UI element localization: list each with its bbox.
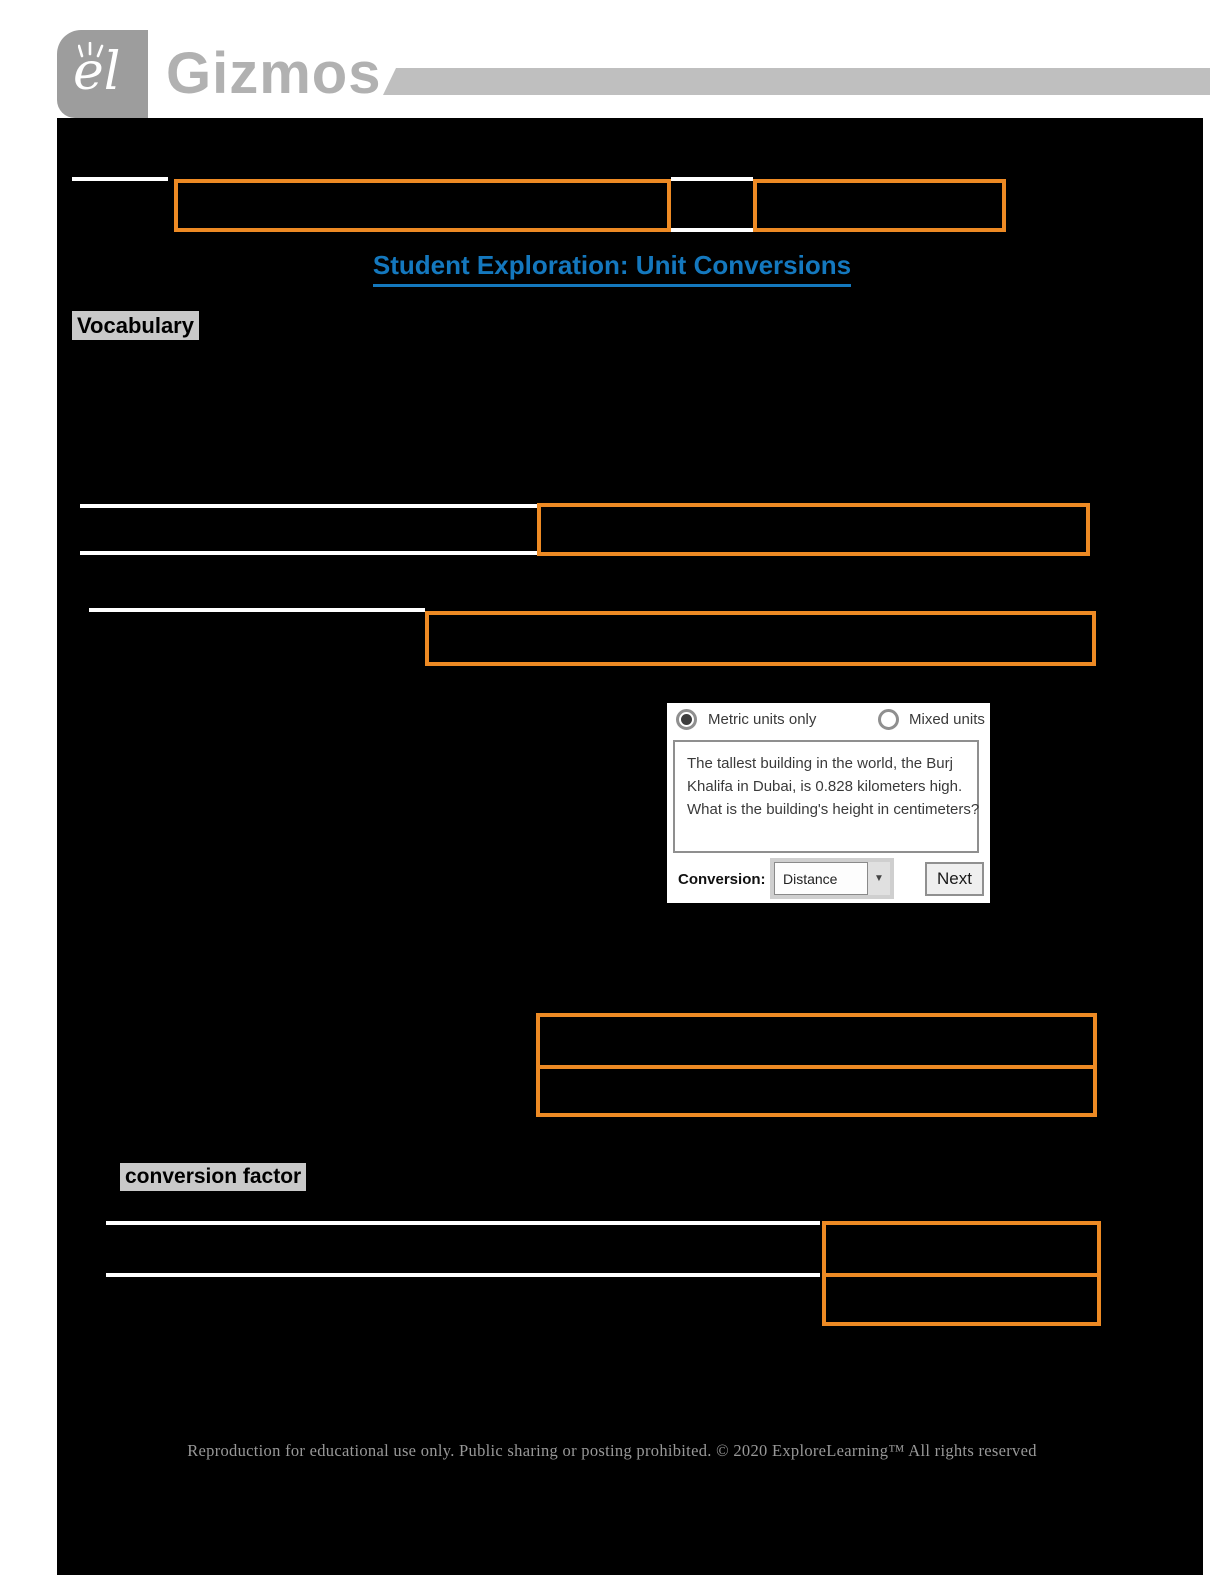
question-line: What is the building's height in centime… [687, 801, 980, 818]
answer-field-3[interactable] [536, 1013, 1097, 1117]
mixed-units-label: Mixed units [909, 711, 985, 728]
answer-field-4[interactable] [822, 1221, 1101, 1326]
metric-units-label: Metric units only [708, 711, 817, 728]
gizmo-screenshot-panel: Metric units only Mixed units The talles… [667, 703, 990, 903]
conversion-dropdown[interactable]: Distance ▼ [770, 858, 894, 899]
question-rule-4 [106, 1273, 820, 1277]
question-line: Khalifa in Dubai, is 0.828 kilometers hi… [687, 778, 963, 795]
name-field[interactable] [174, 179, 671, 232]
page-title: Student Exploration: Unit Conversions [372, 250, 852, 287]
conversion-factor-heading: conversion factor [120, 1163, 307, 1192]
answer-field-divider [826, 1273, 1097, 1277]
date-field[interactable] [753, 179, 1006, 232]
answer-field-2[interactable] [425, 611, 1096, 666]
conversion-dropdown-value: Distance [783, 870, 838, 887]
answer-field-1[interactable] [537, 503, 1090, 556]
question-rule-3 [106, 1221, 820, 1225]
chevron-down-icon[interactable]: ▼ [867, 862, 890, 895]
date-label-cell [671, 177, 753, 232]
explorelearning-logo: el [57, 30, 148, 118]
document-body [57, 118, 1203, 1575]
name-label-rule [72, 177, 168, 181]
copyright-footer: Reproduction for educational use only. P… [187, 1441, 1037, 1460]
metric-units-radio[interactable] [676, 709, 697, 730]
next-button[interactable]: Next [925, 862, 984, 896]
question-box: The tallest building in the world, the B… [673, 740, 979, 853]
rays-icon [78, 42, 104, 58]
mixed-units-radio[interactable] [878, 709, 899, 730]
vocabulary-heading: Vocabulary [72, 311, 199, 341]
el-monogram: el [73, 42, 121, 102]
question-rule-2 [89, 608, 425, 612]
gizmos-brand: Gizmos [166, 41, 382, 106]
answer-field-divider [540, 1065, 1093, 1069]
question-line: The tallest building in the world, the B… [687, 755, 953, 772]
question-rule-cell [80, 504, 537, 555]
header-gray-bar [383, 68, 1210, 95]
conversion-label: Conversion: [678, 871, 766, 888]
